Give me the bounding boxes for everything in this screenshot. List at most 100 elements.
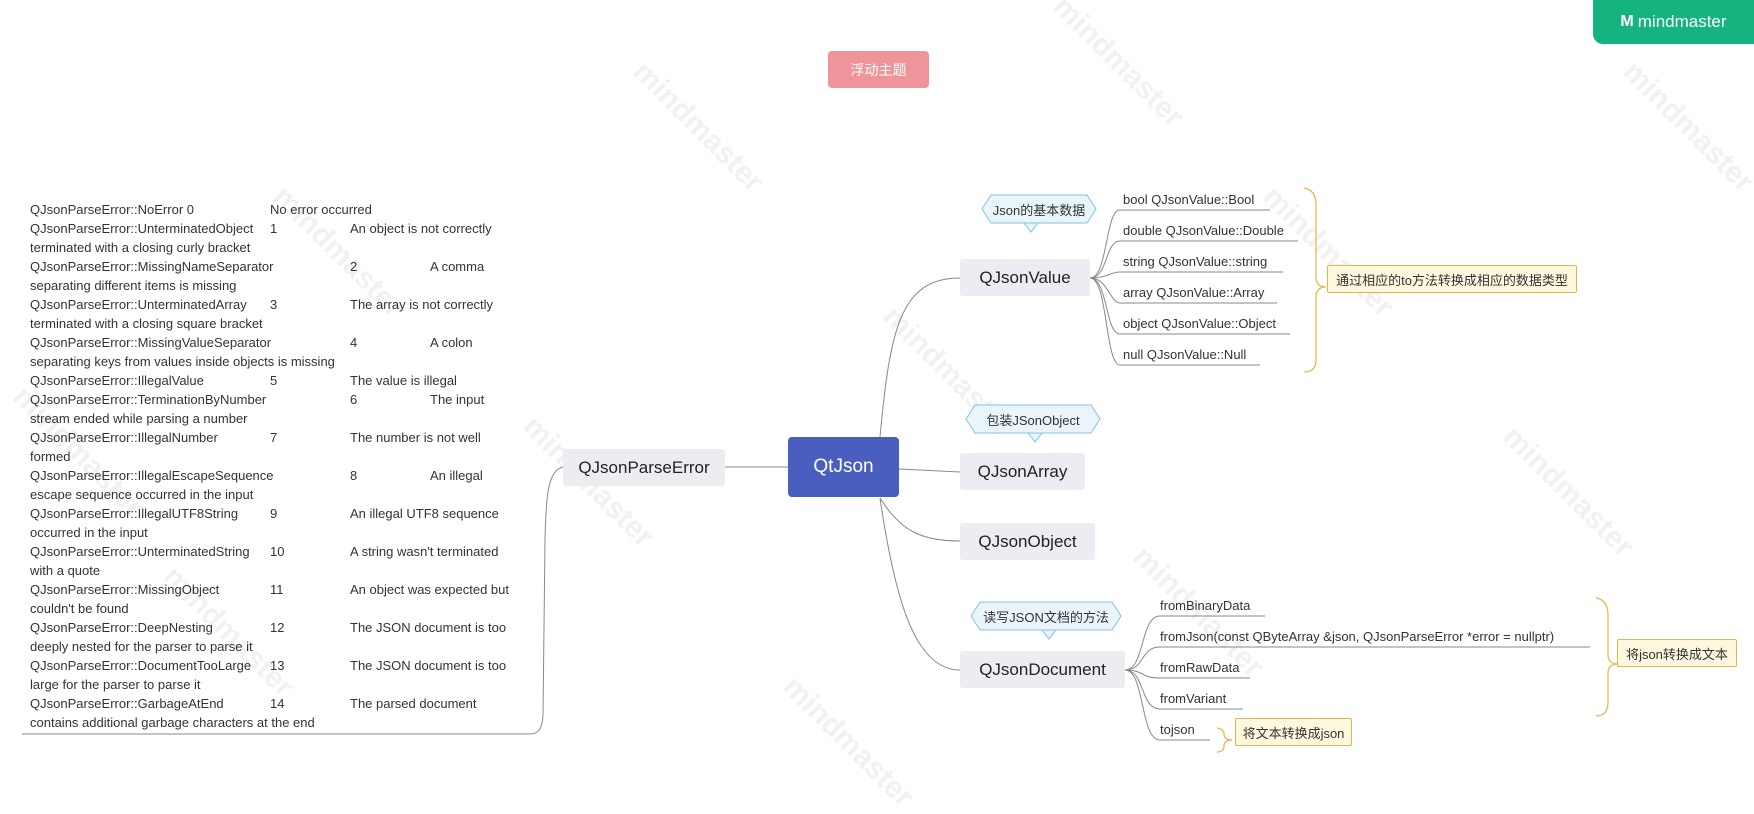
error-line-name: QJsonParseError::TerminationByNumber [30,392,267,407]
qjsonvalue-item[interactable]: double QJsonValue::Double [1123,223,1284,238]
qjsondocument-item[interactable]: fromJson(const QByteArray &json, QJsonPa… [1160,629,1555,644]
error-line-desc: A comma [430,259,485,274]
error-line-code: 6 [350,392,358,407]
summary-bracket-value [1303,187,1327,373]
connector-value-object [1089,277,1290,335]
error-line-name: QJsonParseError::UnterminatedObject [30,221,254,236]
topic-qjsonarray[interactable]: QJsonArray [960,453,1085,490]
error-line-desc: The JSON document is too [350,658,507,673]
connector-value-double [1089,240,1298,279]
qjsonvalue-item[interactable]: array QJsonValue::Array [1123,285,1265,300]
qjsonvalue-item[interactable]: object QJsonValue::Object [1123,316,1276,331]
callout-shape-doc-tail [1040,629,1058,640]
error-line-code: 1 [270,221,278,236]
error-line-desc: The array is not correctly [350,297,494,312]
error-line-desc: A string wasn't terminated [350,544,499,559]
connector-doc-fromraw [1124,669,1250,679]
error-line-code: 13 [270,658,285,673]
error-line-code: 10 [270,544,285,559]
summary-bracket-tojson [1216,727,1233,753]
error-line-code: 2 [350,259,358,274]
error-line-desc: An illegal UTF8 sequence [350,506,499,521]
error-line-desc: An object is not correctly [350,221,492,236]
connector-doc-tojson [1124,669,1210,741]
connector-doc-frombinary [1124,615,1265,671]
error-line-name: deeply nested for the parser to parse it [30,639,253,654]
callout-read-write-json[interactable]: 读写JSON文档的方法 [983,609,1109,625]
error-line-name: QJsonParseError::GarbageAtEnd [30,696,224,711]
connector-value-array [1089,277,1277,304]
error-line-name: QJsonParseError::DocumentTooLarge [30,658,252,673]
topic-qjsonvalue[interactable]: QJsonValue [960,259,1090,296]
error-line-name: QJsonParseError::MissingNameSeparator [30,259,274,274]
error-line-desc: A colon [430,335,473,350]
error-line-name: QJsonParseError::MissingValueSeparator [30,335,272,350]
qjsonvalue-item[interactable]: string QJsonValue::string [1123,254,1268,269]
error-line-code: 8 [350,468,358,483]
summary-value-conversion[interactable]: 通过相应的to方法转换成相应的数据类型 [1327,265,1577,293]
error-line-desc: The value is illegal [350,373,457,388]
qjsondocument-item[interactable]: tojson [1160,722,1195,737]
qjsondocument-item[interactable]: fromRawData [1160,660,1240,675]
error-line-name: QJsonParseError::IllegalUTF8String [30,506,239,521]
error-line-name: large for the parser to parse it [30,677,201,692]
connector-value-string [1089,271,1283,279]
connector-layer [22,187,1619,753]
error-line-name: QJsonParseError::IllegalValue [30,373,204,388]
callout-json-basic-data[interactable]: Json的基本数据 [992,202,1086,218]
error-line-code: 9 [270,506,278,521]
error-line-code: 4 [350,335,358,350]
error-line-name: QJsonParseError::MissingObject [30,582,220,597]
qjsonvalue-item[interactable]: null QJsonValue::Null [1123,347,1247,362]
error-line-name: formed [30,449,71,464]
error-line-desc: The input [430,392,485,407]
qjsonvalue-item[interactable]: bool QJsonValue::Bool [1123,192,1255,207]
connector-root-qjsonarray [898,468,961,473]
callout-shape-value [981,194,1097,224]
floating-topic[interactable]: 浮动主题 [828,51,929,88]
root-topic[interactable]: QtJson [788,437,899,497]
connector-doc-fromjson [1124,646,1590,671]
error-line-name: contains additional garbage characters a… [30,715,315,730]
connector-doc-fromvariant [1124,669,1243,710]
error-line-name: QJsonParseError::UnterminatedString [30,544,250,559]
connector-root-qjsondocument [879,497,961,671]
qjsondocument-item[interactable]: fromVariant [1160,691,1227,706]
error-line-desc: An object was expected but [350,582,509,597]
summary-json-to-text[interactable]: 将json转换成文本 [1617,639,1737,667]
error-line-name: QJsonParseError::UnterminatedArray [30,297,247,312]
connector-root-qjsonobject [879,497,961,542]
error-line-desc: An illegal [430,468,483,483]
error-line-name: couldn't be found [30,601,129,616]
logo-mark-icon: M [1620,13,1633,30]
error-line-code: 11 [270,582,284,597]
connector-root-qjsonvalue [879,277,961,438]
logo-text: mindmaster [1637,12,1727,31]
error-line-name: QJsonParseError::IllegalEscapeSequence [30,468,274,483]
error-line-name: QJsonParseError::NoError 0 [30,202,194,217]
mindmaster-logo[interactable]: M mindmaster [1593,0,1754,44]
summary-text-to-json[interactable]: 将文本转换成json [1235,718,1352,746]
error-line-name: separating keys from values inside objec… [30,354,335,369]
summary-bracket-doc [1595,597,1619,717]
topic-qjsondocument[interactable]: QJsonDocument [960,651,1125,688]
error-line-name: terminated with a closing curly bracket [30,240,251,255]
callout-shape-array-tail [1026,432,1044,443]
callout-wrap-jsonobject[interactable]: 包装JSonObject [986,412,1080,428]
topic-qjsonparseerror[interactable]: QJsonParseError [563,449,725,486]
error-line-name: with a quote [30,563,101,578]
topic-qjsonobject[interactable]: QJsonObject [960,523,1095,560]
error-line-code: 5 [270,373,278,388]
error-line-name: separating different items is missing [30,278,237,293]
error-line-code: 7 [270,430,278,445]
connector-value-null [1089,277,1260,366]
connector-parseerror-list [22,466,564,735]
error-line-name: stream ended while parsing a number [30,411,248,426]
error-line-name: terminated with a closing square bracket [30,316,263,331]
callout-shape-value-tail [1022,222,1040,233]
error-line-name: escape sequence occurred in the input [30,487,254,502]
qjsondocument-item[interactable]: fromBinaryData [1160,598,1251,613]
error-line-code: No error occurred [270,202,372,217]
error-line-code: 14 [270,696,285,711]
